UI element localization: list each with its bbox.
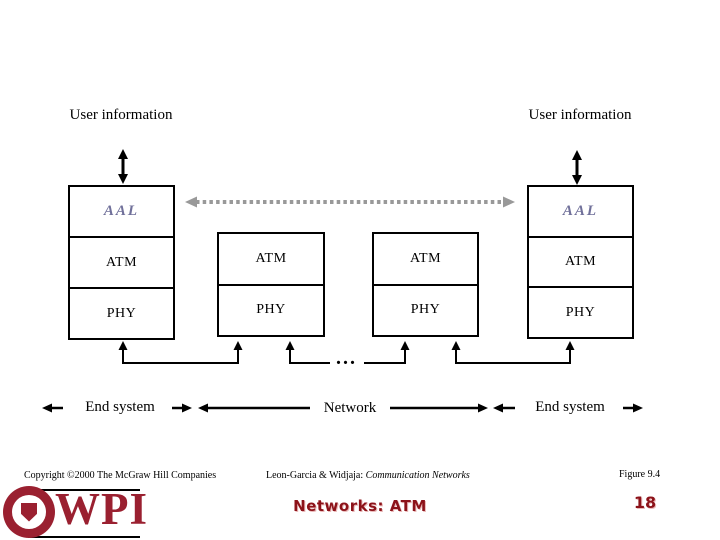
book-title-text: Communication Networks <box>365 470 470 481</box>
slide-title: Networks: ATM <box>293 497 427 515</box>
layer-atm: ATM <box>409 250 442 266</box>
authors-text: Leon-Garcia & Widjaja: <box>266 470 364 481</box>
end-system-label-left: End system <box>85 399 155 415</box>
phy-link-right <box>451 341 575 364</box>
user-info-arrow-left <box>118 149 128 184</box>
protocol-stack-switch-1: ATM PHY <box>217 232 325 337</box>
layer-atm: ATM <box>255 250 287 266</box>
layer-phy: PHY <box>219 283 323 336</box>
layer-aal: AAL <box>562 202 599 219</box>
layer-aal: AAL <box>103 203 140 219</box>
phy-link-ellipsis-switch2 <box>364 341 410 364</box>
book-citation: Leon-Garcia & Widjaja: Communication Net… <box>266 470 470 481</box>
phy-link-left <box>118 341 243 364</box>
page-number: 18 <box>633 493 657 512</box>
ellipsis-label: ... <box>336 347 357 369</box>
user-information-label-right: User information <box>528 107 632 123</box>
wpi-wordmark: WPI <box>55 484 148 534</box>
copyright-text: Copyright ©2000 The McGraw Hill Companie… <box>24 470 217 481</box>
aal-peer-dotted-arrow <box>185 196 515 208</box>
layer-phy: PHY <box>374 283 477 336</box>
user-information-label-left: User information <box>69 107 173 123</box>
wpi-seal-icon <box>3 486 55 538</box>
logo-rule-top <box>28 489 140 491</box>
user-info-arrow-right <box>572 150 582 185</box>
figure-number: Figure 9.4 <box>619 469 661 480</box>
layer-phy: PHY <box>529 286 632 337</box>
layer-atm: ATM <box>529 235 632 287</box>
layer-atm: ATM <box>70 236 173 287</box>
network-label: Network <box>323 400 377 416</box>
phy-link-switch1-ellipsis <box>285 341 330 364</box>
protocol-stack-right-end-system: AAL ATM PHY <box>527 185 634 339</box>
protocol-stack-switch-2: ATM PHY <box>372 232 479 337</box>
logo-rule-bottom <box>28 536 140 538</box>
layer-phy: PHY <box>70 287 173 338</box>
protocol-stack-left-end-system: AAL ATM PHY <box>68 185 175 340</box>
end-system-label-right: End system <box>535 399 605 415</box>
